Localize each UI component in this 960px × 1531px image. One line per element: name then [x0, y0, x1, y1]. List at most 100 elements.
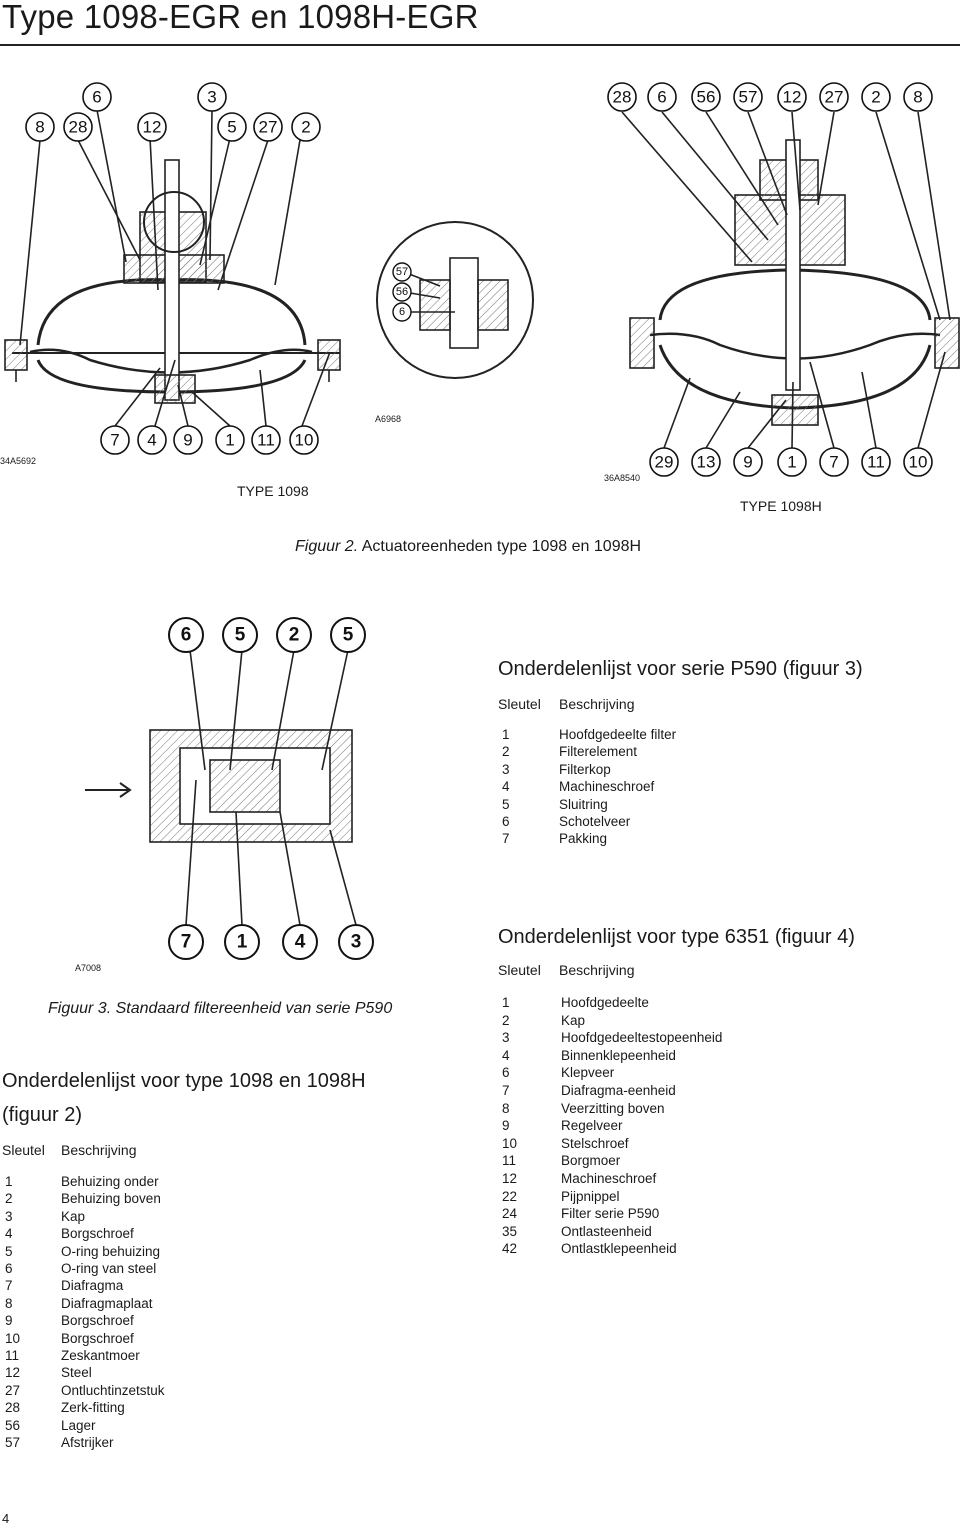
fig2-left-bottom-callouts	[100, 425, 319, 455]
figure-3-drawing: 6 5 2 5 7 1 4 3	[85, 617, 374, 960]
callout-label: 10	[909, 453, 928, 472]
callout-label: 2	[289, 625, 300, 646]
callout-label: 1	[787, 453, 796, 472]
item-key: 6	[502, 1065, 510, 1081]
item-desc: Kap	[561, 1012, 586, 1028]
type-1098-label: TYPE 1098	[237, 483, 309, 499]
item-key: 6	[5, 1261, 13, 1277]
item-desc: Regelveer	[561, 1118, 623, 1134]
callout-label: 56	[396, 286, 408, 298]
item-desc: O-ring van steel	[61, 1261, 157, 1277]
list-item: 42 Ontlastklepeenheid	[502, 1240, 722, 1258]
type-1098-list-title-line2: (figuur 2)	[2, 1104, 83, 1126]
type-1098h-label: TYPE 1098H	[740, 498, 822, 514]
callout-label: 27	[825, 88, 844, 107]
item-desc: Schotelveer	[559, 814, 631, 830]
callout-label: 5	[227, 118, 236, 137]
figure-3-caption-text: Standaard filtereenheid van serie P590	[115, 1000, 393, 1017]
list-item: 11 Zeskantmoer	[5, 1347, 165, 1364]
callout-label: 6	[92, 88, 101, 107]
item-desc: Ontlastklepeenheid	[561, 1241, 677, 1257]
item-desc: Ontlasteenheid	[561, 1223, 652, 1239]
item-desc: Stelschroef	[561, 1135, 629, 1151]
item-key: 4	[5, 1226, 13, 1242]
callout-label: 57	[396, 266, 408, 278]
detail-circle-drawing	[376, 221, 534, 379]
item-desc: Diafragmaplaat	[61, 1295, 153, 1311]
fig2-right-top-callouts	[607, 82, 933, 112]
item-desc: Pakking	[559, 831, 608, 847]
p590-col-desc: Beschrijving	[559, 696, 635, 712]
item-key: 10	[502, 1135, 518, 1151]
item-desc: Borgmoer	[561, 1153, 621, 1169]
fig2-left-top-callouts	[25, 82, 321, 142]
p590-col-key: Sleutel	[498, 696, 541, 712]
drawing-code-left: 34A5692	[0, 456, 37, 466]
callout-label: 6	[399, 306, 405, 318]
callout-label: 56	[697, 88, 716, 107]
item-key: 12	[502, 1170, 518, 1186]
item-desc: Klepveer	[561, 1065, 615, 1081]
item-desc: Kap	[61, 1208, 86, 1224]
item-desc: Ontluchtinzetstuk	[61, 1382, 165, 1398]
item-key: 10	[5, 1330, 21, 1346]
callout-label: 5	[343, 625, 354, 646]
item-key: 11	[5, 1348, 20, 1364]
title-rule	[0, 44, 960, 46]
item-desc: Machineschroef	[559, 779, 655, 795]
figure-2-caption-text: Actuatoreenheden type 1098 en 1098H	[361, 538, 642, 555]
type-1098-col-key: Sleutel	[2, 1142, 45, 1158]
fig2-detail-callouts	[392, 262, 412, 322]
callout-label: 12	[143, 118, 162, 137]
list-item: 6 O-ring van steel	[5, 1260, 165, 1277]
callout-label: 12	[783, 88, 802, 107]
type-6351-col-desc: Beschrijving	[559, 962, 635, 978]
callout-label: 28	[613, 88, 632, 107]
type-6351-col-key: Sleutel	[498, 962, 541, 978]
item-key: 42	[502, 1241, 518, 1257]
figure-2-drawing: 6 3 8 28 12 5 27 2 7 4 9 1 11 10 57 56 6…	[4, 82, 960, 477]
figure-2-caption: Figuur 2. Actuatoreenheden type 1098 en …	[295, 538, 641, 556]
callout-label: 8	[913, 88, 922, 107]
item-desc: Veerzitting boven	[561, 1100, 665, 1116]
type-1098-col-desc: Beschrijving	[61, 1142, 137, 1158]
callout-label: 3	[351, 932, 362, 953]
page-number: 4	[2, 1511, 10, 1526]
item-desc: Zeskantmoer	[61, 1348, 140, 1364]
item-desc: Filterelement	[559, 744, 638, 760]
callout-label: 11	[867, 453, 885, 472]
item-desc: Machineschroef	[561, 1170, 657, 1186]
drawing-code-right: 36A8540	[604, 473, 641, 483]
item-desc: Sluitring	[559, 796, 608, 812]
item-desc: Behuizing boven	[61, 1191, 161, 1207]
callout-label: 7	[181, 932, 192, 953]
item-desc: Hoofdgedeeltestopeenheid	[561, 1030, 723, 1046]
figure-3-caption-prefix: Figuur 3.	[48, 1000, 112, 1017]
item-key: 4	[502, 779, 510, 795]
type-1098-list-title-line1: Onderdelenlijst voor type 1098 en 1098H	[2, 1070, 366, 1092]
callout-label: 2	[871, 88, 880, 107]
callout-label: 29	[655, 453, 674, 472]
